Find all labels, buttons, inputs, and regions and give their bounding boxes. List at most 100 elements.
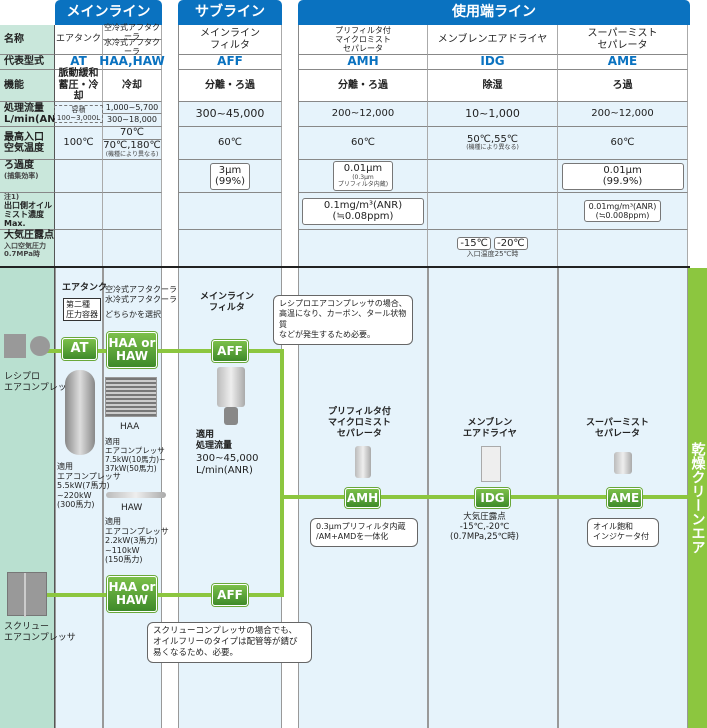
at-model: AT [55,54,103,70]
badge-ame[interactable]: AME [607,488,642,508]
ame-function: ろ過 [558,70,688,102]
label-name: 名称 [0,25,55,55]
idg-dew-values: -15℃ -20℃ [457,237,528,251]
badge-at[interactable]: AT [62,338,97,360]
aff-title: メインライン フィルタ [200,292,255,313]
ame-dew [558,230,688,267]
haw-label: HAW [121,503,143,513]
cooler-flow-air: 1,000~5,700 [103,102,162,114]
idg-dew-20: -20℃ [494,237,528,251]
badge-aff-recip[interactable]: AFF [212,340,248,362]
aff-filt: 3μm (99%) [178,160,282,193]
idg-temp: 50℃,55℃(機種により異なる) [428,127,558,160]
badge-idg[interactable]: IDG [475,488,510,508]
header-use-line: 使用端ライン [298,0,690,25]
amh-oil-text: 0.1mg/m³(ANR) (≒0.08ppm) [302,197,424,225]
label-function: 機能 [0,70,55,102]
at-function: 脈動緩和 蓄圧・冷却 [55,68,103,102]
label-oil: 注1)出口側オイル ミスト濃度Max. [0,193,55,230]
ame-title: スーパーミスト セパレータ [586,418,649,439]
haa-label: HAA [120,422,140,432]
haa-cooler-icon [105,377,157,417]
label-filtration-text: ろ過度 [4,160,34,171]
cooler-oil [103,193,162,230]
cooler-temp-water: 70℃,180℃(機種により異なる) [103,140,162,160]
cooler-name-air: 空冷式アフタクーラ [103,22,162,41]
at-temp: 100℃ [55,127,103,160]
aff-spec-value: 300~45,000 L/min(ANR) [196,453,259,476]
badge-aff-screw[interactable]: AFF [212,584,248,606]
aff-function: 分離・ろ過 [178,70,282,102]
label-oil-text: 出口側オイル ミスト濃度Max. [4,201,52,229]
callout-screw: スクリューコンプレッサの場合でも、 オイルフリーのタイプは配管等が錆び 易くなる… [147,622,312,664]
screw-compressor-icon [7,572,47,617]
cooler-function: 冷却 [103,70,162,102]
aff-flow: 300~45,000 [178,102,282,127]
pipe-vertical [280,349,284,597]
idg-dew-15: -15℃ [457,237,491,251]
at-dew [55,230,103,267]
aff-dew [178,230,282,267]
pipe-recip [40,349,284,353]
aff-temp: 60℃ [178,127,282,160]
pipe-screw [40,593,284,597]
air-tank-icon [65,370,95,455]
amh-filt-note: (0.3μm プリフィルタ内蔵) [337,173,389,188]
label-dew-sub: 入口空気圧力 0.7MPa時 [4,241,46,258]
ame-note: オイル飽和 インジケータ付 [587,518,659,547]
ame-filt: 0.01μm (99.9%) [558,160,688,193]
main-line-filter-icon [217,367,245,407]
ame-flow: 200~12,000 [558,102,688,127]
cooler-choice: どちらかを選択 [105,310,161,319]
ame-temp: 60℃ [558,127,688,160]
output-clean-air-bar: 乾燥クリーンエア [688,268,707,728]
label-dewpoint: 大気圧露点入口空気圧力 0.7MPa時 [0,230,55,267]
recip-wheel-icon [30,336,50,356]
label-oil-note: 注1) [4,193,20,201]
idg-device-icon [481,446,501,482]
cooler-flow-water: 300~18,000 [103,114,162,127]
at-flow-text: 容積 100~3,000L [53,104,104,124]
amh-filt: 0.01μm(0.3μm プリフィルタ内蔵) [298,160,428,193]
label-filtration-sub: (捕集効率) [4,171,39,180]
at-oil [55,193,103,230]
label-dew-text: 大気圧露点 [4,230,54,241]
aff-model: AFF [178,54,282,70]
aff-name: メインライン フィルタ [178,25,282,55]
header-main-line: メインライン [55,0,162,25]
badge-haa-haw-screw[interactable]: HAA or HAW [107,576,157,612]
idg-filt [428,160,558,193]
at-vessel-class: 第二種 圧力容器 [63,298,101,322]
cooler-name-water: 水冷式アフタクーラ [103,37,162,56]
aff-oil [178,193,282,230]
recip-label: レシプロ エアコンプレッサ [4,372,76,393]
ame-model: AME [558,54,688,70]
badge-amh[interactable]: AMH [345,488,380,508]
idg-function: 除湿 [428,70,558,102]
haa-spec: 適用 エアコンプレッサ 7.5kW(10馬力)~ 37kW(50馬力) [105,437,166,473]
amh-function: 分離・ろ過 [298,70,428,102]
label-filtration: ろ過度(捕集効率) [0,160,55,193]
amh-filt-box: 0.01μm(0.3μm プリフィルタ内蔵) [332,161,394,191]
label-flow: 処理流量 L/min(ANR) [0,102,68,127]
idg-oil [428,193,558,230]
ame-name: スーパーミスト セパレータ [558,25,688,55]
amh-title: プリフィルタ付 マイクロミスト セパレータ [328,407,391,439]
callout-recip: レシプロエアコンプレッサの場合、 高温になり、カーボン、タール状物質 などが発生… [273,295,413,345]
idg-note: 大気圧露点 -15℃,-20℃ (0.7MPa,25℃時) [450,512,520,543]
amh-oil: 0.1mg/m³(ANR) (≒0.08ppm) [298,193,428,230]
label-model: 代表型式 [0,55,55,70]
badge-haa-haw-recip[interactable]: HAA or HAW [107,332,157,368]
ame-device-icon [614,452,632,474]
cooler-temp-water-text: 70℃,180℃ [103,140,161,152]
haw-spec: 適用 エアコンプレッサ 2.2kW(3馬力) ~110kW (150馬力) [105,517,169,565]
recip-body-icon [4,334,26,358]
idg-name: メンブレンエアドライヤ [428,25,558,55]
filter-bowl-icon [224,407,238,425]
aff-filt-text: 3μm (99%) [209,162,251,190]
recip-compressor-icon [4,330,52,360]
ame-oil-text: 0.01mg/m³(ANR) (≒0.008ppm) [583,199,662,223]
amh-dew [298,230,428,267]
table-divider [0,266,690,268]
